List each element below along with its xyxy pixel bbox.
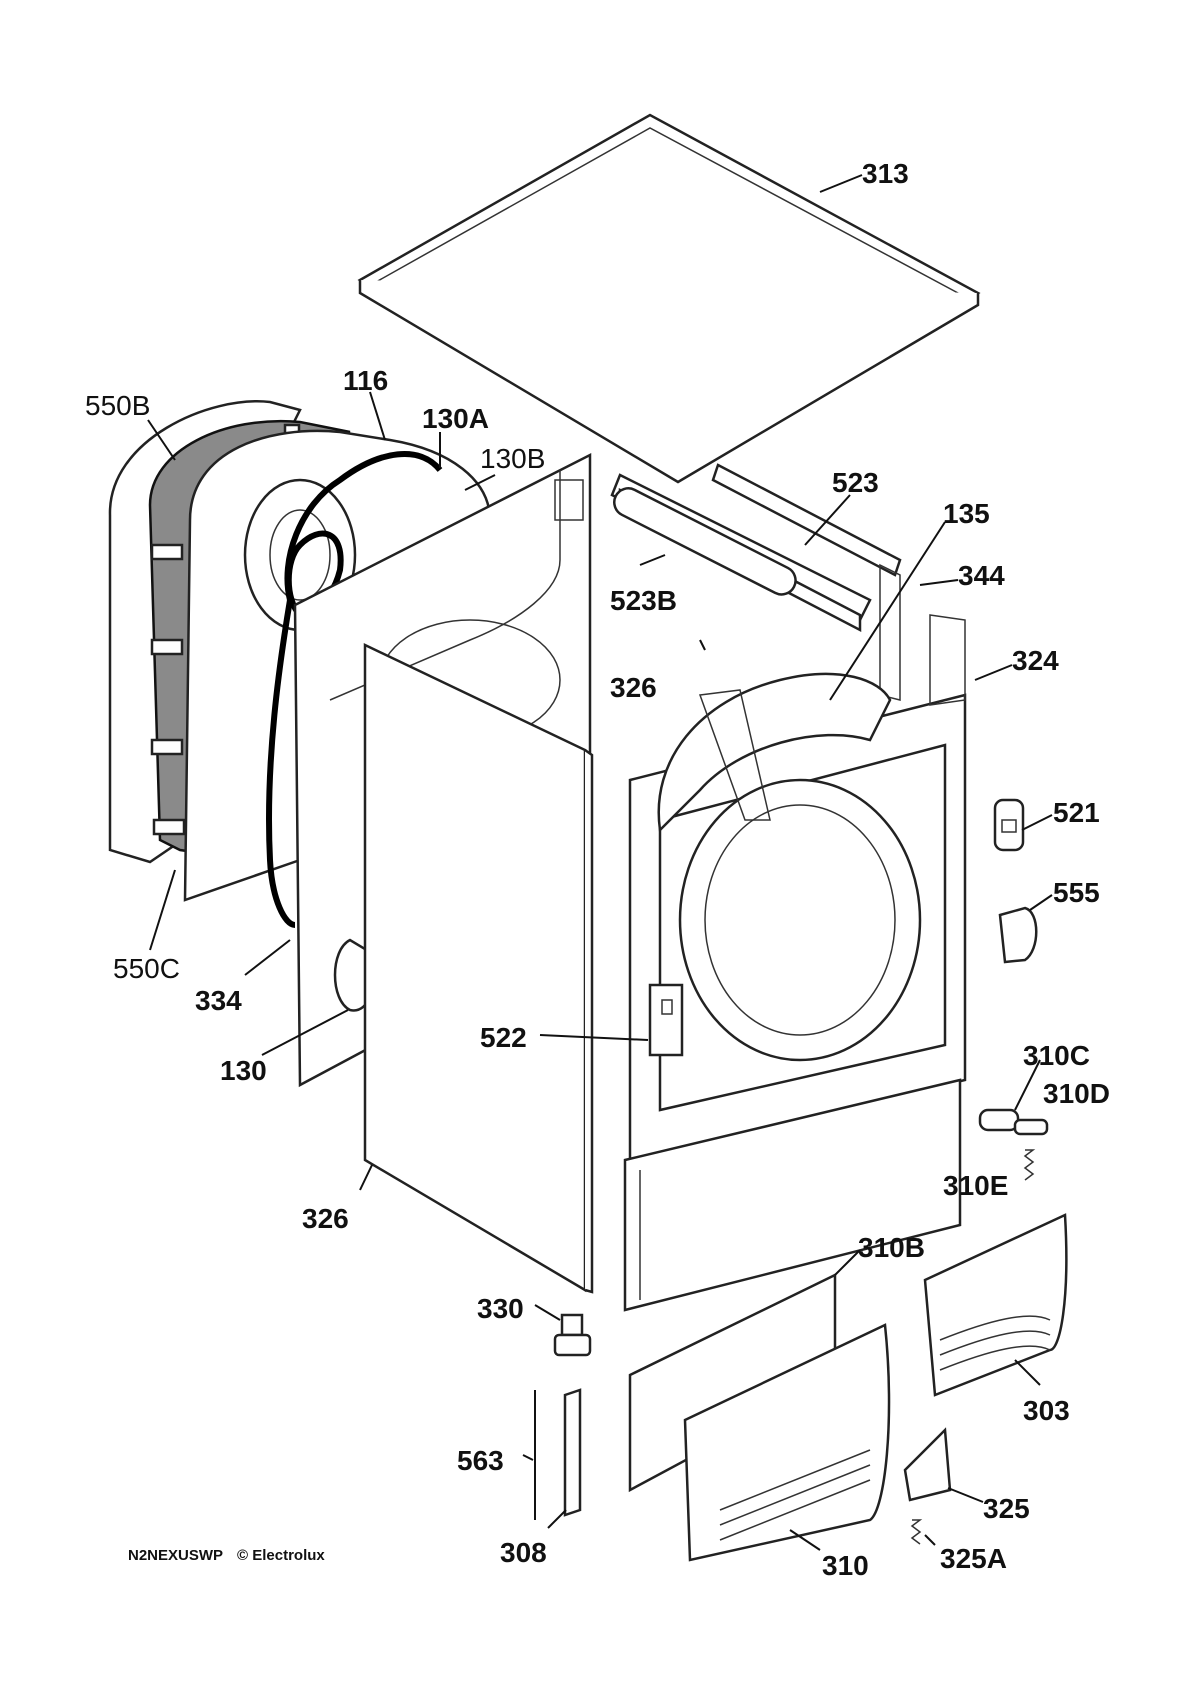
label-325A: 325A	[940, 1543, 1007, 1574]
label-310: 310	[822, 1550, 869, 1581]
label-523B: 523B	[610, 585, 677, 616]
label-303: 303	[1023, 1395, 1070, 1426]
label-522: 522	[480, 1022, 527, 1053]
drum-front-135	[657, 672, 892, 833]
plinth-310	[628, 1272, 891, 1562]
label-313: 313	[862, 158, 909, 189]
foot-330	[553, 1313, 592, 1357]
label-550B: 550B	[85, 390, 150, 421]
footer-brand: © Electrolux	[237, 1547, 325, 1564]
label-116: 116	[343, 365, 388, 396]
latch-325	[903, 1427, 952, 1545]
label-135: 135	[943, 498, 990, 529]
top-panel-313	[357, 113, 981, 484]
label-326-top: 326	[610, 672, 657, 703]
side-panel-326	[363, 643, 594, 1294]
label-310E: 310E	[943, 1170, 1008, 1201]
label-334: 334	[195, 985, 242, 1016]
leader-lines	[147, 174, 1053, 1551]
hinge-parts-310	[978, 1108, 1049, 1181]
label-550C: 550C	[113, 953, 180, 984]
footer-model: N2NEXUSWP	[128, 1547, 223, 1564]
label-310C: 310C	[1023, 1040, 1090, 1071]
label-563: 563	[457, 1445, 504, 1476]
label-523: 523	[832, 467, 879, 498]
part-labels: 313 116 550B 130A 130B 523 135 344 523B …	[85, 158, 1110, 1581]
footer: N2NEXUSWP © Electrolux	[128, 1547, 325, 1564]
kickplate-303	[923, 1213, 1068, 1397]
front-frame-324	[623, 563, 967, 1312]
rod-563-bracket-308	[534, 1388, 582, 1520]
label-310B: 310B	[858, 1232, 925, 1263]
label-310D: 310D	[1043, 1078, 1110, 1109]
small-parts-521-555	[993, 798, 1038, 964]
door-lock-522	[648, 983, 684, 1057]
label-555: 555	[1053, 877, 1100, 908]
label-130A: 130A	[422, 403, 489, 434]
label-344: 344	[958, 560, 1005, 591]
label-324: 324	[1012, 645, 1059, 676]
label-130: 130	[220, 1055, 267, 1086]
rails-523	[610, 463, 902, 633]
label-130B: 130B	[480, 443, 545, 474]
label-521: 521	[1053, 797, 1100, 828]
label-325: 325	[983, 1493, 1030, 1524]
label-326-bottom: 326	[302, 1203, 349, 1234]
label-330: 330	[477, 1293, 524, 1324]
label-308: 308	[500, 1537, 547, 1568]
